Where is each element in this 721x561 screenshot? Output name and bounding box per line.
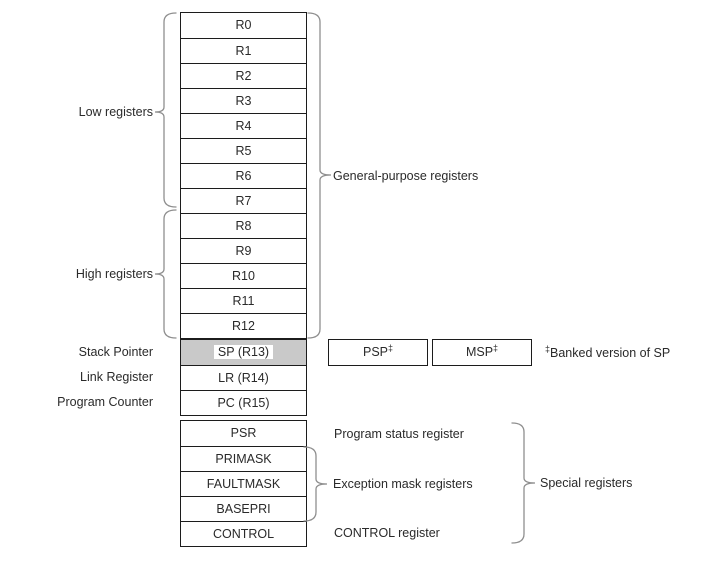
brace-general-purpose <box>307 12 332 339</box>
register-cell-r3: R3 <box>181 88 306 113</box>
register-cell-r5: R5 <box>181 138 306 163</box>
brace-low-registers <box>154 12 177 208</box>
msp-label: MSP <box>465 345 494 359</box>
register-cell-r11: R11 <box>181 288 306 313</box>
brace-exception-mask <box>303 446 328 522</box>
label-link-register: Link Register <box>80 370 153 384</box>
annotation-exception-mask: Exception mask registers <box>333 477 473 491</box>
register-cell-r10: R10 <box>181 263 306 288</box>
brace-special-registers <box>511 422 536 544</box>
label-stack-pointer: Stack Pointer <box>78 345 153 359</box>
banked-note-text: Banked version of SP <box>550 346 671 360</box>
register-cell-r1: R1 <box>181 38 306 63</box>
msp-dagger-icon: ‡ <box>493 342 499 353</box>
register-cell-control: CONTROL <box>181 521 306 546</box>
register-cell-basepri: BASEPRI <box>181 496 306 521</box>
label-low-registers: Low registers <box>78 105 153 119</box>
annotation-program-status: Program status register <box>334 427 464 441</box>
label-high-registers: High registers <box>75 267 153 281</box>
register-cell-psr: PSR <box>230 426 257 440</box>
psp-label: PSP <box>362 345 388 359</box>
sp-register-highlight: SP (R13) <box>213 345 274 359</box>
note-dagger-icon: ‡ <box>545 343 551 354</box>
register-cell-r0: R0 <box>235 18 252 32</box>
register-cell-r8: R8 <box>181 213 306 238</box>
psp-box: PSP‡ <box>328 339 428 366</box>
register-cell-lr-r14: LR (R14) <box>181 365 306 390</box>
register-cell-primask: PRIMASK <box>181 446 306 471</box>
annotation-general-purpose: General-purpose registers <box>333 169 479 183</box>
psp-dagger-icon: ‡ <box>388 342 394 353</box>
register-cell-r9: R9 <box>181 238 306 263</box>
label-program-counter: Program Counter <box>57 395 153 409</box>
register-cell-r2: R2 <box>181 63 306 88</box>
register-cell-pc-r15: PC (R15) <box>181 390 306 415</box>
register-cell-sp-r13: SP (R13) <box>181 340 306 365</box>
msp-box: MSP‡ <box>432 339 532 366</box>
register-cell-faultmask: FAULTMASK <box>181 471 306 496</box>
annotation-special-registers: Special registers <box>540 476 633 490</box>
pointer-register-block: SP (R13) LR (R14)PC (R15) <box>180 339 307 416</box>
register-cell-r4: R4 <box>181 113 306 138</box>
brace-high-registers <box>154 209 177 339</box>
register-cell-r7: R7 <box>181 188 306 213</box>
register-cell-r12: R12 <box>181 313 306 338</box>
register-cell-r6: R6 <box>181 163 306 188</box>
banked-note: ‡Banked version of SP <box>545 343 671 361</box>
annotation-control-register: CONTROL register <box>334 526 440 540</box>
